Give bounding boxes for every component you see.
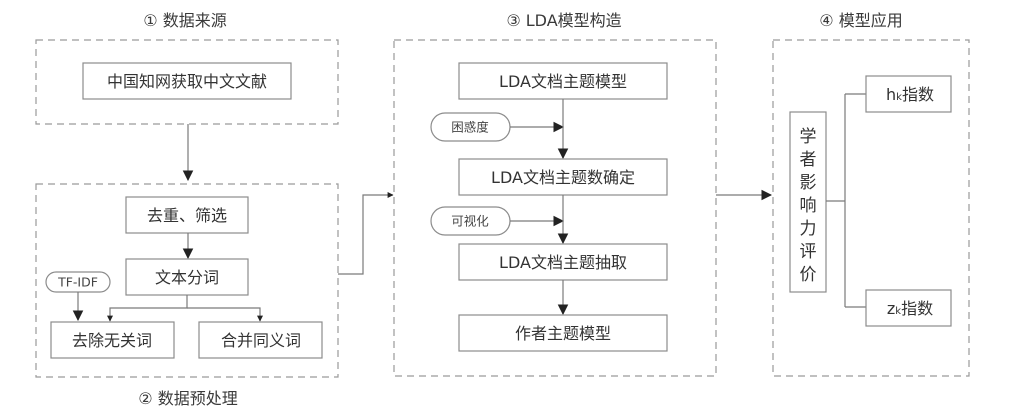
section-title-lda: ③ LDA模型构造: [506, 11, 621, 30]
node-topic-count-label: LDA文档主题数确定: [491, 168, 635, 187]
panel-preprocessing: [35, 183, 339, 378]
node-cnki: 中国知网获取中文文献: [82, 62, 292, 100]
arrow-preprocess-to-lda: [338, 192, 394, 275]
node-zk-index: zk指数: [865, 289, 952, 327]
input-perplexity: 困惑度: [430, 112, 511, 142]
node-scholar-evaluation: 学 者 影 响 力 评 价: [789, 111, 827, 293]
node-author-topic: 作者主题模型: [458, 314, 668, 352]
arrow-segmentation-to-remove: [107, 295, 188, 322]
node-remove-irrelevant: 去除无关词: [50, 321, 175, 359]
node-merge-synonyms: 合并同义词: [198, 321, 323, 359]
arrow-segmentation-to-merge: [187, 307, 263, 322]
node-zk-index-label: zk指数: [887, 299, 933, 318]
node-lda-model: LDA文档主题模型: [458, 62, 668, 100]
input-tfidf: TF-IDF: [45, 271, 111, 293]
node-hk-index-label: hk指数: [886, 85, 934, 104]
panel-application: [772, 39, 970, 377]
scholar-eval-char: 力: [800, 219, 817, 239]
node-merge-synonyms-label: 合并同义词: [221, 331, 301, 350]
node-cnki-label: 中国知网获取中文文献: [107, 72, 267, 91]
node-author-topic-label: 作者主题模型: [515, 324, 611, 343]
node-topic-count: LDA文档主题数确定: [458, 158, 668, 196]
panel-lda: [393, 39, 717, 377]
scholar-eval-char: 响: [800, 196, 817, 216]
scholar-eval-char: 评: [800, 242, 817, 262]
input-visualization-label: 可视化: [451, 214, 489, 229]
node-hk-index: hk指数: [865, 75, 952, 113]
panel-data-source: [35, 39, 339, 125]
section-title-data-source: ① 数据来源: [143, 11, 226, 30]
scholar-eval-char: 学: [800, 127, 817, 147]
node-dedupe: 去重、筛选: [125, 196, 249, 234]
node-topic-extraction-label: LDA文档主题抽取: [499, 253, 627, 272]
input-tfidf-label: TF-IDF: [57, 275, 98, 290]
input-perplexity-label: 困惑度: [451, 120, 489, 135]
input-visualization: 可视化: [430, 206, 511, 236]
node-topic-extraction: LDA文档主题抽取: [458, 243, 668, 281]
scholar-eval-char: 价: [800, 265, 817, 285]
section-title-application: ④ 模型应用: [819, 11, 902, 30]
scholar-eval-char: 者: [800, 150, 817, 170]
node-lda-model-label: LDA文档主题模型: [499, 72, 627, 91]
scholar-eval-char: 影: [800, 173, 817, 193]
node-segmentation-label: 文本分词: [155, 268, 219, 287]
node-segmentation: 文本分词: [125, 258, 249, 296]
section-title-preprocessing: ② 数据预处理: [138, 389, 237, 408]
node-dedupe-label: 去重、筛选: [147, 206, 227, 225]
node-remove-irrelevant-label: 去除无关词: [72, 331, 152, 350]
